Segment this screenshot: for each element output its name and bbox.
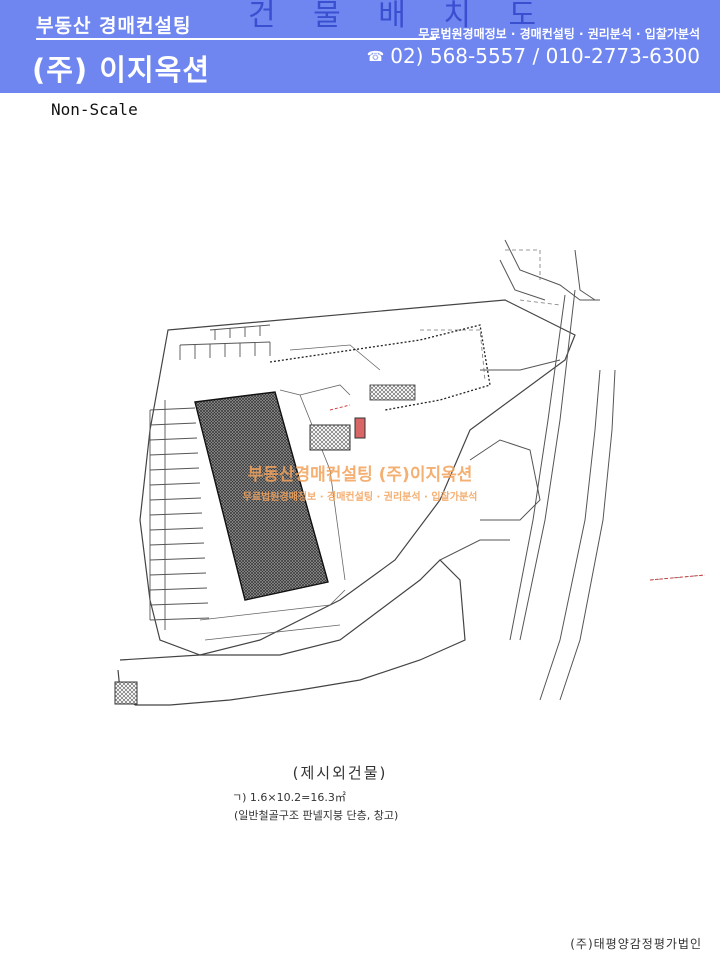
road-lines xyxy=(439,239,616,701)
header-band: 부동산 경매컨설팅 (주) 이지옥션 건 물 배 치 도 무료법원경매정보 · … xyxy=(0,0,720,93)
services-list: 무료법원경매정보 · 경매컨설팅 · 권리분석 · 입찰가분석 xyxy=(418,27,700,41)
watermark-line2: 무료법원경매정보 · 경매컨설팅 · 권리분석 · 입찰가분석 xyxy=(242,492,478,503)
appraiser-credit: (주)태평양감정평가법인 xyxy=(570,937,702,951)
annex-building xyxy=(309,417,366,451)
lot-markers xyxy=(420,249,706,581)
company-name: (주) 이지옥션 xyxy=(32,53,211,87)
caption-title: (제시외건물) xyxy=(292,764,388,782)
caption-structure: (일반철골구조 판넬지붕 단층, 창고) xyxy=(234,809,399,822)
building-caption: (제시외건물) ㄱ) 1.6×10.2=16.3㎡ (일반철골구조 판넬지붕 단… xyxy=(210,762,470,823)
watermark: 부동산경매컨설팅 (주)이지옥션 무료법원경매정보 · 경매컨설팅 · 권리분석… xyxy=(150,460,570,503)
map-stamp xyxy=(114,681,138,705)
main-building xyxy=(194,391,329,601)
caption-area: ㄱ) 1.6×10.2=16.3㎡ xyxy=(232,791,346,804)
parking-top xyxy=(179,324,271,360)
header-divider xyxy=(36,38,436,40)
phone-row: ☎ 02) 568-5557 / 010-2773-6300 xyxy=(367,44,700,68)
parking-left xyxy=(149,400,210,630)
company-tagline: 부동산 경매컨설팅 xyxy=(36,15,192,37)
watermark-line1: 부동산경매컨설팅 (주)이지옥션 xyxy=(247,465,473,485)
document-title: 건 물 배 치 도 xyxy=(248,0,551,33)
red-annotation xyxy=(329,404,706,581)
phone-number: 02) 568-5557 / 010-2773-6300 xyxy=(390,44,700,68)
phone-icon: ☎ xyxy=(366,49,385,65)
north-structure xyxy=(369,384,416,401)
scale-label: Non-Scale xyxy=(51,100,138,119)
